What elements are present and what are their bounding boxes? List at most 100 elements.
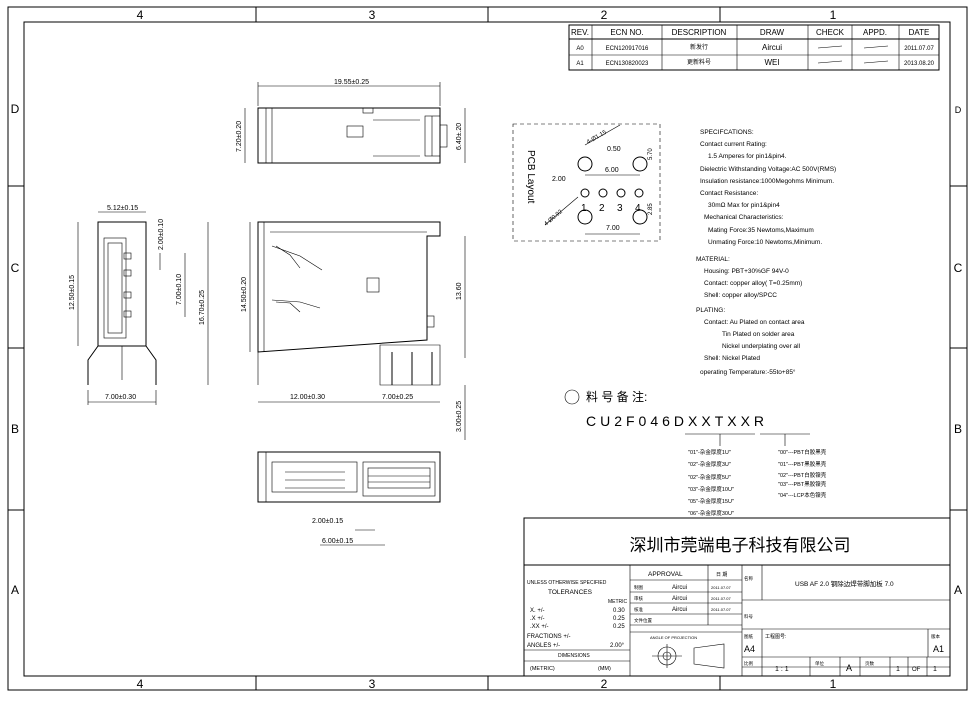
pcb-hole-small-label: 4-Ø0.92	[543, 209, 564, 228]
zone-col-top-2: 3	[369, 8, 376, 22]
pcb-pin-4	[634, 188, 644, 198]
rev-header-ecn: ECN NO.	[610, 28, 643, 37]
spec-line-19: operating Temperature:-55to+85°	[700, 368, 796, 376]
revision-table: REV. ECN NO. DESCRIPTION DRAW CHECK APPD…	[568, 24, 940, 71]
dim-front-bottom: 7.00±0.30	[105, 394, 136, 401]
pcb-dim-050: 0.50	[607, 146, 621, 153]
left-option-1: "02"-杂金厚度3U"	[688, 460, 731, 468]
zone-col-top-1: 4	[137, 8, 144, 22]
zone-col-bottom-3: 2	[601, 677, 608, 691]
right-option-3: "03"---PBT黑胶镍壳	[778, 480, 827, 488]
version-label: 版本	[931, 633, 940, 640]
name-label: 名称	[744, 575, 753, 582]
page-number: 1	[896, 666, 900, 673]
pcb-dim-600: 6.00	[605, 167, 619, 174]
rev-row-a1-draw: WEI	[764, 58, 779, 67]
note-circle-icon	[564, 389, 580, 405]
projection-label: ANGLE OF PROJECTION	[650, 635, 697, 640]
pcb-dim-700: 7.00	[606, 225, 620, 232]
total-pages: 1	[933, 666, 937, 673]
version: A1	[933, 644, 944, 654]
pcb-hole-big-2	[632, 156, 648, 172]
approval-1-name: Aircui	[672, 596, 687, 602]
spec-line-5: Contact Resistance:	[700, 190, 758, 197]
spec-line-12: Contact: copper alloy( T=0.25mm)	[704, 280, 802, 287]
spec-line-6: 30mΩ Max for pin1&pin4	[708, 202, 780, 209]
approval-1-role: 审核	[634, 595, 643, 602]
dim-side-bottom-left: 12.00±0.30	[290, 394, 325, 401]
rev-header-rev: REV.	[571, 28, 589, 37]
of-label: OF	[912, 667, 921, 673]
rev-row-a1-desc: 更新料号	[687, 58, 711, 66]
size-label: 图纸	[744, 633, 753, 640]
zone-col-top-4: 1	[830, 8, 837, 22]
pcb-dim-200: 2.00	[552, 176, 566, 183]
rev-row-a0-rev: A0	[576, 46, 584, 52]
dim-front-width: 5.12±0.15	[107, 205, 138, 212]
left-option-5: "06"-杂金厚度30U"	[688, 509, 734, 517]
page-label: 页数	[865, 660, 874, 667]
zone-col-bottom-1: 4	[137, 677, 144, 691]
drawing-number-label: 工程图号:	[765, 633, 786, 640]
rev-header-check: CHECK	[816, 28, 845, 37]
spec-line-17: Nickel underplating over all	[722, 343, 801, 350]
left-option-3: "03"-杂金厚度10U"	[688, 485, 734, 493]
dim-top-width: 19.55±0.25	[334, 79, 369, 86]
tol-angles-val: 2.00°	[610, 643, 625, 649]
tol-row-0-label: X. +/-	[530, 608, 545, 614]
zone-col-top-3: 2	[601, 8, 608, 22]
tol-row-0-val: 0.30	[613, 608, 625, 614]
pcb-pin-1	[580, 188, 590, 198]
unit-label: 单位	[815, 660, 824, 667]
rev-row-a0-desc: 新发行	[690, 43, 708, 51]
dim-side-height: 14.50±0.20	[241, 277, 248, 312]
spec-line-11: Housing: PBT+30%GF 94V-0	[704, 268, 789, 275]
paper-size: A4	[744, 644, 755, 654]
scale-label: 比例	[744, 660, 753, 667]
pcb-hole-big-4	[632, 209, 648, 225]
pcb-pin-2	[598, 188, 608, 198]
pcb-layout: PCB Layout 1 2 3 4 4-Ø1.15 4-Ø0.92 0.50 …	[512, 123, 661, 242]
zone-row-left-4: A	[11, 583, 19, 597]
dim-side-inner-height: 13.60	[456, 282, 463, 300]
tol-metric: METRIC	[608, 599, 628, 605]
front-view: 5.12±0.15 12.50±0.15 2.00±0.10 7.00±0.10…	[69, 205, 209, 405]
spec-line-1: Contact current Rating:	[700, 141, 767, 148]
rev-row-a0-draw: Aircui	[762, 43, 782, 52]
dim-side-pin: 3.00±0.25	[456, 401, 463, 432]
spec-line-10: MATERIAL:	[696, 256, 730, 263]
rev-header-appd: APPD.	[863, 28, 887, 37]
specifications-block: SPECIFCATIONS: Contact current Rating: 1…	[696, 129, 836, 376]
spec-line-4: Insulation resistance:1000Megohms Minimu…	[700, 178, 834, 185]
pcb-pin-label-3: 3	[617, 203, 623, 214]
tol-row-2-label: .XX +/-	[530, 624, 549, 630]
pcb-pin-3	[616, 188, 626, 198]
spec-line-15: Contact: Au Plated on contact area	[704, 319, 805, 326]
approval-1-date: 2011.07.07	[711, 596, 731, 601]
spec-line-9: Unmating Force:10 Newtoms,Minimum.	[708, 239, 822, 246]
zone-separators	[8, 7, 967, 690]
pcb-hole-big-label: 4-Ø1.15	[586, 129, 608, 145]
spec-line-13: Shell: copper alloy/SPCC	[704, 292, 777, 299]
zone-row-right-4: A	[954, 583, 962, 597]
rev-header-date: DATE	[909, 28, 930, 37]
dim-front-height-outer: 12.50±0.15	[69, 275, 76, 310]
spec-line-16: Tin Plated on solder area	[722, 331, 795, 338]
pcb-dim-285: 2.85	[648, 203, 654, 215]
rev-row-a1-date: 2013.08.20	[904, 61, 935, 67]
spec-line-7: Mechanical Characteristics:	[704, 214, 784, 221]
zone-row-right-2: C	[954, 261, 963, 275]
projection-symbol-icon	[652, 643, 725, 669]
left-option-2: "02"-杂金厚度5U"	[688, 473, 731, 481]
approval-0-name: Aircui	[672, 585, 687, 591]
scale: 1 : 1	[775, 666, 789, 673]
spec-line-3: Dielectric Withstanding Voltage:AC 500V(…	[700, 166, 836, 173]
tol-metric-label: (METRIC)	[530, 666, 555, 672]
side-view: 14.50±0.20 13.60 12.00±0.30 7.00±0.25 3.…	[241, 221, 466, 440]
rev-row-a0-date: 2011.07.07	[904, 46, 934, 52]
part-note: 料 号 备 注: CU2F046DXXTXXR "01"-杂金厚度1U" "02…	[564, 389, 827, 517]
spec-line-18: Shell: Nickel Plated	[704, 355, 760, 362]
tol-row-1-val: 0.25	[613, 616, 625, 622]
